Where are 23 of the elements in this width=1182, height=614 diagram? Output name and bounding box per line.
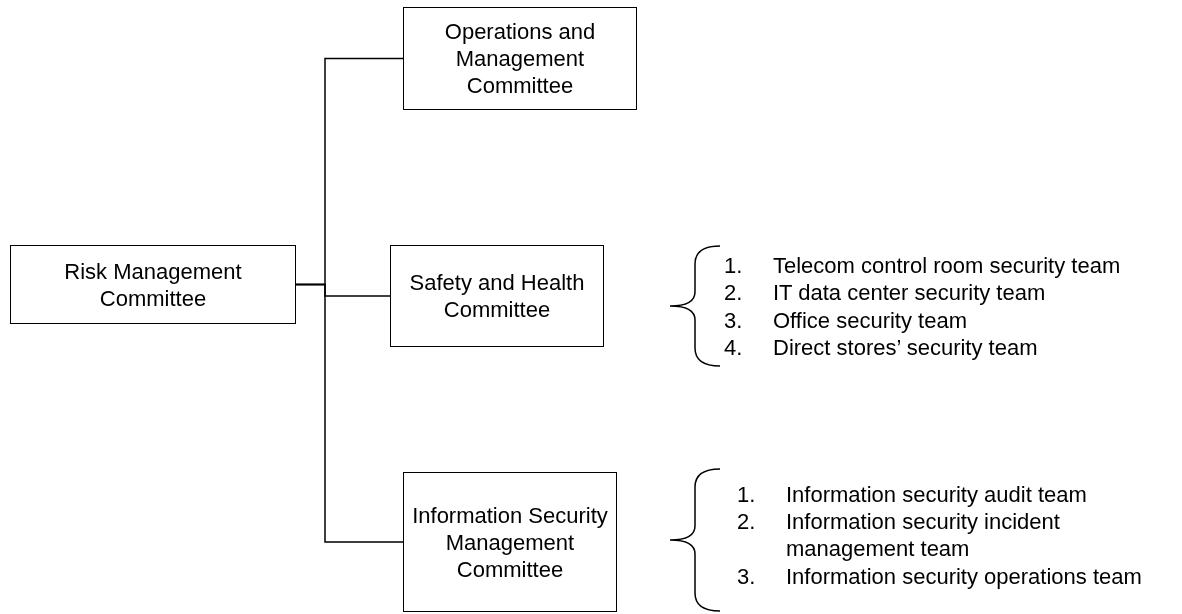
committee-box: [390, 245, 604, 347]
list-item: Telecom control room security team: [773, 252, 1121, 279]
list-item: Information security audit team: [786, 481, 1087, 508]
committee-box: [403, 472, 617, 612]
committee-name: Risk Management Committee: [63, 257, 243, 312]
list-item: Information security operations team: [786, 563, 1142, 590]
list-item: Direct stores’ security team: [773, 334, 1038, 361]
connector-line: [295, 283, 404, 543]
committee-name: Information Security Management Committee: [412, 501, 608, 583]
list-number: 1.: [737, 481, 756, 508]
list-number: 3.: [724, 307, 743, 334]
committee-box: [403, 7, 637, 110]
list-number: 3.: [737, 563, 756, 590]
list-item: IT data center security team: [773, 279, 1046, 306]
committee-name: Safety and Health Committee: [408, 269, 586, 323]
list-item: Office security team: [773, 307, 967, 334]
list-number: 1.: [724, 252, 743, 279]
list-number: 4.: [724, 334, 743, 361]
list-item: Information security incident management team: [786, 508, 1061, 562]
committee-box: [10, 245, 296, 324]
list-number: 2.: [737, 508, 756, 535]
committee-name: Operations and Management Committee: [443, 18, 597, 99]
list-number: 2.: [724, 279, 743, 306]
